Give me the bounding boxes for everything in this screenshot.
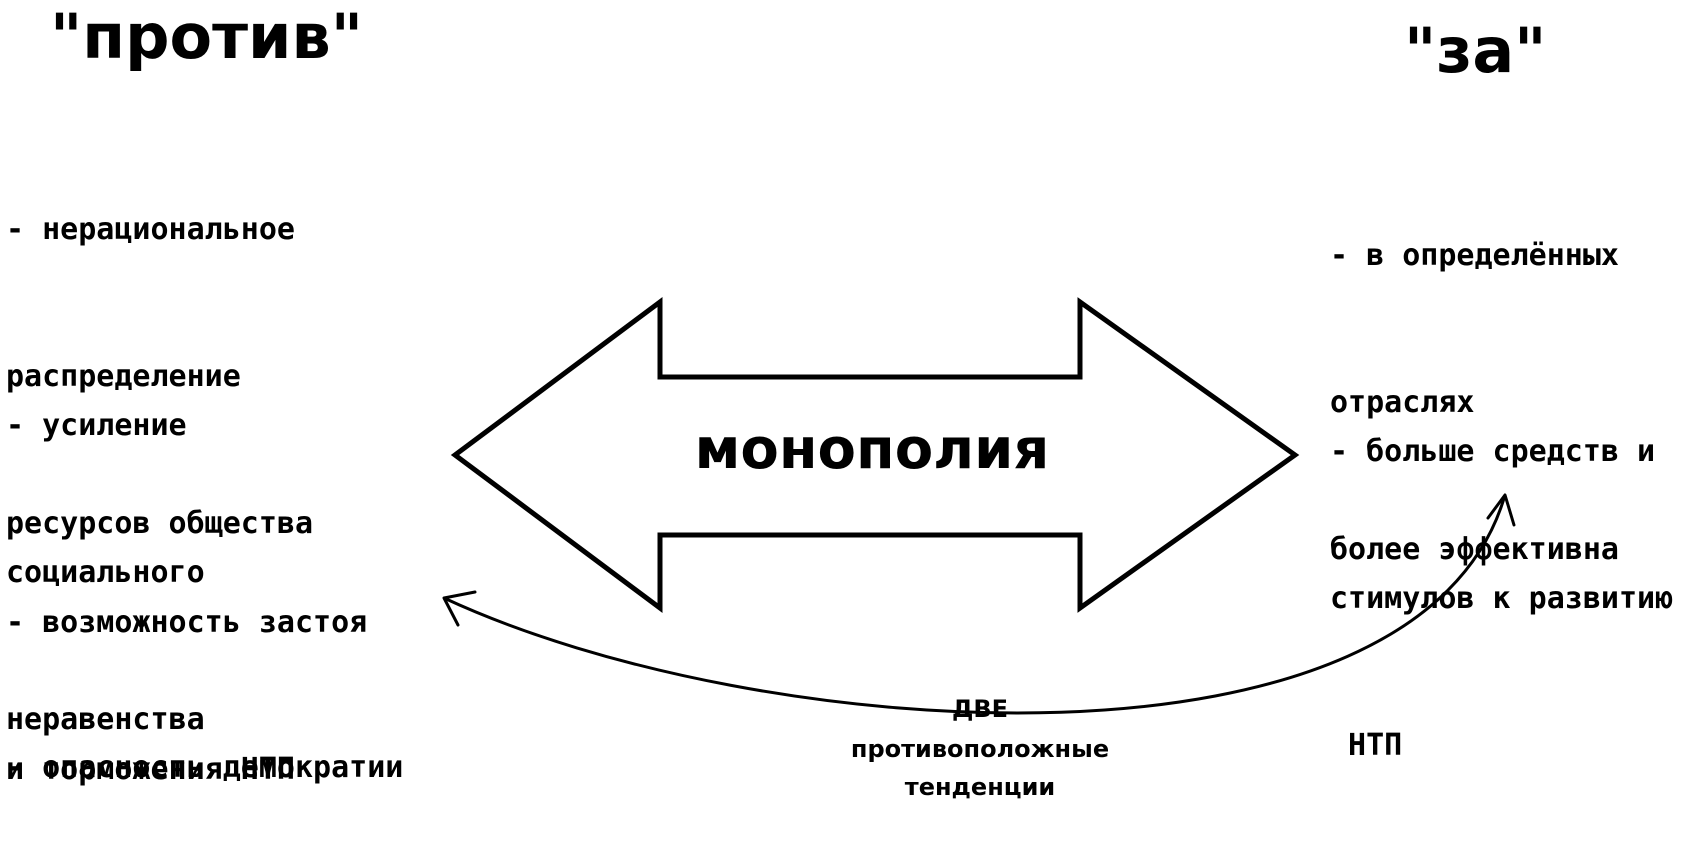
against-point-line: - усиление [6,408,187,443]
center-label: монополия [695,417,1050,482]
heading-for: "за" [1404,14,1547,87]
tendency-curve [443,494,1507,715]
against-point-line: - опасность демократии [6,750,404,785]
heading-against: "против" [50,0,364,73]
for-point-line: - больше средств и [1330,434,1656,469]
against-point-line: - нерациональное [6,212,295,247]
against-point-line: и торможения НТП [6,752,295,787]
double-headed-arrow [450,297,1300,613]
for-point-line: более эффективна [1330,532,1619,567]
for-point-line: отраслях [1330,385,1475,420]
against-point: - нерациональное распределение ресурсов … [6,107,313,597]
curve-arrowhead-left-icon [442,590,477,627]
for-point: - в определённых отраслях более эффектив… [1330,133,1619,623]
against-point-line: распределение [6,359,241,394]
against-point-line: ресурсов общества [6,506,314,541]
tendency-note-line: противоположные [850,735,1110,763]
against-point-line: социального [6,555,205,590]
for-point-line: - в определённых [1330,238,1619,273]
against-point: - опасность демократии [6,645,403,841]
curve-arrowhead-right-icon [1486,493,1516,527]
tendency-note-line: тенденции [904,773,1056,801]
for-point-line: НТП [1330,728,1403,763]
tendency-note-line: ДВЕ [951,695,1009,723]
for-point-line: стимулов к развитию [1330,581,1674,616]
for-point: - больше средств и стимулов к развитию Н… [1330,329,1673,819]
against-point: - возможность застоя и торможения НТП [6,500,367,843]
against-point-line: - возможность застоя [6,605,368,640]
against-point-line: неравенства [6,702,205,737]
against-point: - усиление социального неравенства [6,303,205,793]
diagram-canvas: монополия [442,297,1516,715]
